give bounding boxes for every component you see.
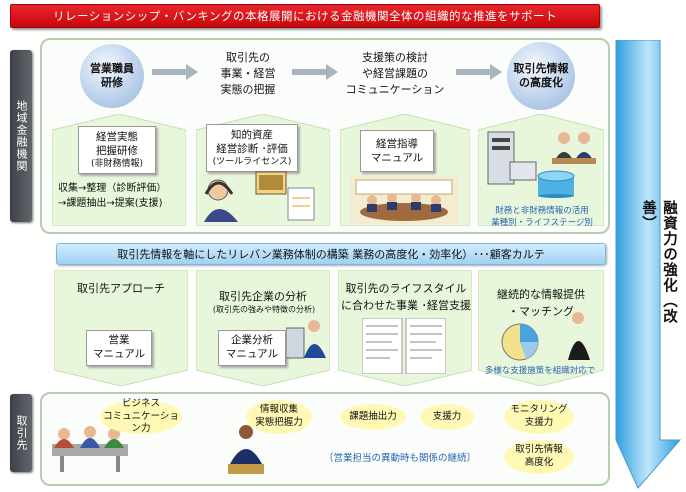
card2-line1: 知的資産 bbox=[207, 128, 297, 142]
col3-line1: 取引先のライフスタイル bbox=[336, 280, 476, 297]
side-label-top: 地域金融機関 bbox=[10, 50, 32, 222]
stage3-line3: コミュニケーション bbox=[340, 82, 450, 98]
card3-line2: マニュアル bbox=[361, 151, 433, 165]
ellipse-monitoring: モニタリング支援力 bbox=[504, 400, 574, 434]
e2-line2: 実態把握力 bbox=[255, 417, 303, 430]
e1-line1: ビジネス bbox=[100, 398, 182, 411]
card2-line2: 経営診断 ･評価 bbox=[207, 142, 297, 156]
stage3-line1: 支援策の検討 bbox=[340, 50, 450, 66]
col2-card-line2: マニュアル bbox=[219, 347, 285, 361]
col3-title: 取引先のライフスタイル に合わせた事業 ･経営支援 bbox=[336, 280, 476, 314]
data-usage-note: 財務と非財務情報の活用 業種別・ライフステージ別 bbox=[480, 204, 604, 228]
stage1-line1: 営業職員 bbox=[90, 62, 134, 76]
stage-arrow-3 bbox=[456, 64, 502, 84]
stage1-line2: 研修 bbox=[90, 76, 134, 90]
stage-circle-1: 営業職員研修 bbox=[80, 44, 144, 108]
e5-line2: 支援力 bbox=[510, 417, 567, 430]
card1-line3: (非財務情報) bbox=[79, 158, 155, 170]
e6-line1: 取引先情報 bbox=[515, 444, 563, 457]
document-illustration bbox=[362, 318, 446, 374]
stage-circle-4: 取引先情報の高度化 bbox=[507, 42, 575, 110]
analyst-illustration bbox=[286, 318, 326, 366]
customer-card-bar: 取引先情報を軸にしたリレバン業務体制の構築 業務の高度化・効率化）･･･顧客カル… bbox=[56, 243, 606, 265]
worried-person-illustration bbox=[198, 168, 318, 224]
card2-line3: (ツールライセンス) bbox=[207, 156, 297, 168]
ellipse-support: 支援力 bbox=[420, 404, 474, 430]
e3-text: 課題抽出力 bbox=[349, 411, 397, 424]
meeting-illustration bbox=[350, 176, 458, 224]
stage4-line2: の高度化 bbox=[514, 76, 569, 90]
stage2-line2: 事業・経営 bbox=[208, 66, 288, 82]
stage2-line3: 実態の把握 bbox=[208, 82, 288, 98]
stage-arrow-2 bbox=[292, 64, 338, 84]
stage4-line1: 取引先情報 bbox=[514, 62, 569, 76]
e2-line1: 情報収集 bbox=[255, 404, 303, 417]
e6-line2: 高度化 bbox=[515, 457, 563, 470]
side-label-top-text: 地域金融機関 bbox=[13, 100, 29, 172]
flow-line1: 収集→整理（診断評価） bbox=[58, 182, 188, 197]
ellipse-issue-extraction: 課題抽出力 bbox=[340, 404, 406, 430]
stage-2-text: 取引先の 事業・経営 実態の把握 bbox=[208, 50, 288, 98]
col1-card-line1: 営業 bbox=[87, 333, 151, 347]
card-sales-manual: 営業 マニュアル bbox=[86, 330, 152, 366]
col1-title: 取引先アプローチ bbox=[62, 280, 180, 296]
card1-line2: 把握研修 bbox=[79, 144, 155, 158]
card3-line1: 経営指導 bbox=[361, 137, 433, 151]
note-line2: 業種別・ライフステージ別 bbox=[480, 216, 604, 228]
e1-line2: コミュニケーション力 bbox=[100, 411, 182, 437]
ellipse-info-gathering: 情報収集実態把握力 bbox=[246, 400, 312, 434]
card-analysis-manual: 企業分析 マニュアル bbox=[218, 330, 286, 366]
title-banner: リレーションシップ・バンキングの本格展開における金融機関全体の組織的な推進をサポ… bbox=[10, 4, 600, 28]
flow-line2: →課題抽出→提案(支援) bbox=[58, 197, 188, 212]
side-label-bottom-text: 取引先 bbox=[13, 415, 29, 451]
col2-title: 取引先企業の分析 bbox=[200, 288, 326, 304]
col2-card-line1: 企業分析 bbox=[219, 333, 285, 347]
col1-card-line2: マニュアル bbox=[87, 347, 151, 361]
card1-line1: 経営実態 bbox=[79, 130, 155, 144]
ellipse-client-info: 取引先情報高度化 bbox=[504, 440, 574, 474]
flow-text: 収集→整理（診断評価） →課題抽出→提案(支援) bbox=[58, 182, 188, 211]
card-training: 経営実態 把握研修 (非財務情報) bbox=[78, 126, 156, 174]
col4-line1: 継続的な情報提供 bbox=[482, 286, 600, 303]
e5-line1: モニタリング bbox=[510, 404, 567, 417]
presenter-illustration bbox=[226, 424, 266, 476]
e4-text: 支援力 bbox=[433, 411, 462, 424]
col3-line2: に合わせた事業 ･経営支援 bbox=[336, 297, 476, 314]
card-management-manual: 経営指導 マニュアル bbox=[360, 130, 434, 172]
stage-arrow-1 bbox=[152, 64, 192, 84]
col2-subtitle: (取引先の強みや特徴の分析) bbox=[194, 304, 334, 315]
note-line1: 財務と非財務情報の活用 bbox=[480, 204, 604, 216]
stage-3-text: 支援策の検討 や経営課題の コミュニケーション bbox=[340, 50, 450, 98]
continuity-note: 〔営業担当の異動時も関係の継続〕 bbox=[300, 450, 500, 464]
side-label-bottom: 取引先 bbox=[10, 394, 32, 472]
right-arrow-label: 融資力の強化（改善） bbox=[638, 200, 680, 340]
ellipse-business-communication: ビジネスコミュニケーション力 bbox=[100, 400, 182, 434]
stage2-line1: 取引先の bbox=[208, 50, 288, 66]
pie-presenter-illustration bbox=[494, 310, 598, 366]
computer-database-illustration bbox=[486, 128, 598, 198]
col4-note: 多様な支援施策を組織対応で bbox=[476, 364, 604, 376]
stage3-line2: や経営課題の bbox=[340, 66, 450, 82]
card-ip-diagnosis: 知的資産 経営診断 ･評価 (ツールライセンス) bbox=[206, 124, 298, 172]
